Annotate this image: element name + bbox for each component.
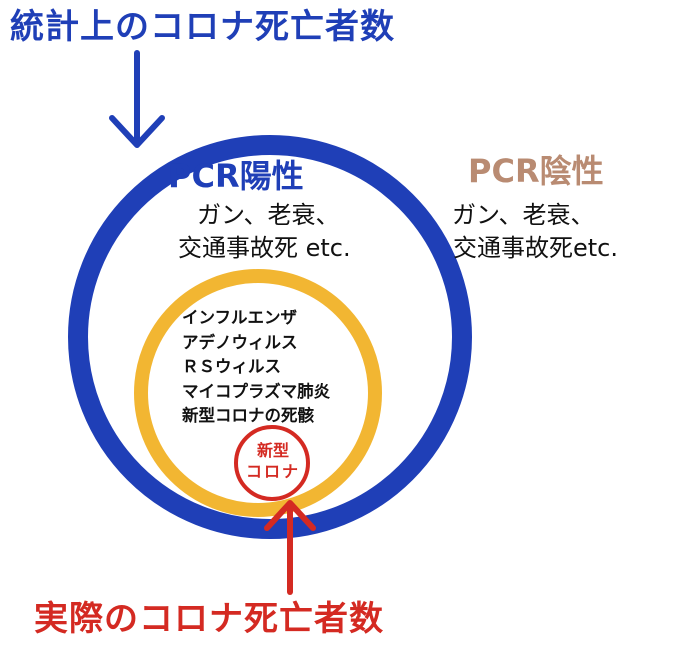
list-item: ＲＳウィルス [182, 357, 281, 376]
pcr-positive-causes-line2: 交通事故死 etc. [178, 234, 351, 262]
pcr-negative-causes-line2: 交通事故死etc. [453, 234, 618, 262]
arrow-down-icon [109, 50, 165, 148]
list-item: 新型コロナの死骸 [182, 406, 314, 425]
list-item: インフルエンザ [182, 308, 298, 327]
list-item: マイコプラズマ肺炎 [182, 381, 331, 401]
list-item: アデノウィルス [182, 332, 298, 352]
other-causes-list: インフルエンザ アデノウィルス ＲＳウィルス マイコプラズマ肺炎 新型コロナの死… [182, 306, 330, 429]
other-causes-circle [134, 269, 382, 517]
pcr-positive-causes-line1: ガン、老衰、 [197, 201, 340, 229]
pcr-negative-heading: PCR陰性 [468, 152, 604, 190]
actual-deaths-title: 実際のコロナ死亡者数 [34, 599, 384, 639]
pcr-positive-heading: PCR陽性 [168, 157, 304, 195]
statistical-deaths-title: 統計上のコロナ死亡者数 [10, 7, 395, 47]
pcr-negative-causes-line1: ガン、老衰、 [452, 201, 595, 229]
arrow-up-icon [264, 500, 316, 595]
new-corona-circle [234, 425, 310, 501]
new-corona-label-line1: 新型 [256, 441, 289, 460]
new-corona-label-line2: コロナ [245, 462, 300, 481]
